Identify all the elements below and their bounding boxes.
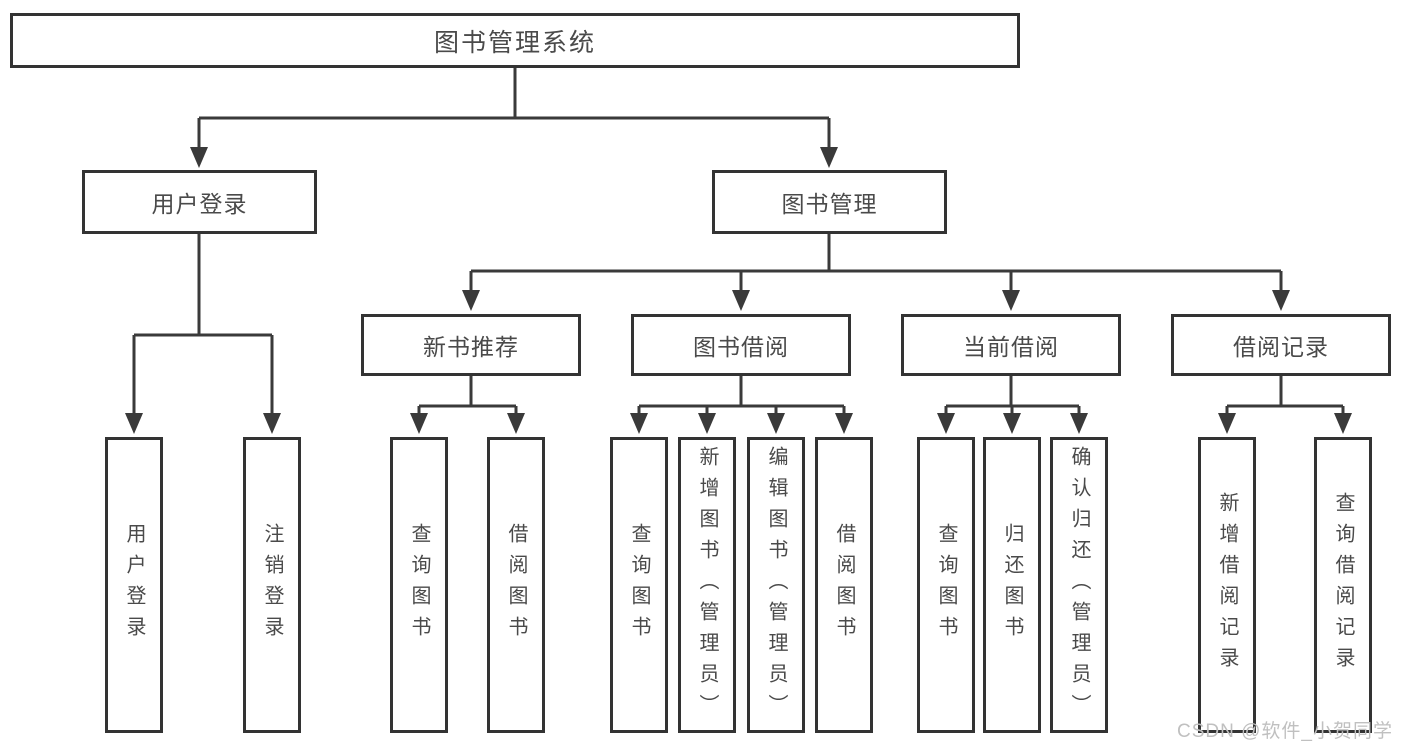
leaf-query-borrow-record: 查询借阅记录 xyxy=(1314,437,1372,733)
leaf-label: 查询图书 xyxy=(935,523,957,647)
node-label: 图书借阅 xyxy=(693,334,789,360)
leaf-return-books: 归还图书 xyxy=(983,437,1041,733)
node-label: 用户登录 xyxy=(151,191,248,217)
leaf-label: 归还图书 xyxy=(1001,523,1023,647)
leaf-label: 新增借阅记录 xyxy=(1216,492,1238,678)
leaf-label: 注销登录 xyxy=(261,523,283,647)
node-book-management: 图书管理 xyxy=(712,170,947,234)
node-label: 当前借阅 xyxy=(963,334,1059,360)
leaf-borrow-books-borrowing: 借阅图书 xyxy=(815,437,873,733)
leaf-query-books-current: 查询图书 xyxy=(917,437,975,733)
node-new-book-recommendation: 新书推荐 xyxy=(361,314,581,376)
leaf-label: 编辑图书（管理员） xyxy=(765,445,787,725)
leaf-label: 查询借阅记录 xyxy=(1332,492,1354,678)
node-label: 图书管理系统 xyxy=(433,28,596,57)
node-label: 图书管理 xyxy=(781,191,878,217)
leaf-borrow-books-recommendation: 借阅图书 xyxy=(487,437,545,733)
node-current-borrowing: 当前借阅 xyxy=(901,314,1121,376)
node-library-management-system: 图书管理系统 xyxy=(10,13,1020,68)
leaf-label: 确认归还（管理员） xyxy=(1068,445,1090,725)
leaf-query-books-recommendation: 查询图书 xyxy=(390,437,448,733)
node-book-borrowing: 图书借阅 xyxy=(631,314,851,376)
leaf-add-borrow-record: 新增借阅记录 xyxy=(1198,437,1256,733)
node-label: 新书推荐 xyxy=(423,334,519,360)
leaf-label: 新增图书（管理员） xyxy=(696,445,718,725)
node-borrowing-records: 借阅记录 xyxy=(1171,314,1391,376)
leaf-label: 查询图书 xyxy=(408,523,430,647)
leaf-logout: 注销登录 xyxy=(243,437,301,733)
node-user-login: 用户登录 xyxy=(82,170,317,234)
leaf-edit-book-admin: 编辑图书（管理员） xyxy=(747,437,805,733)
leaf-label: 用户登录 xyxy=(123,523,145,647)
node-label: 借阅记录 xyxy=(1233,334,1329,360)
leaf-label: 借阅图书 xyxy=(505,523,527,647)
csdn-watermark: CSDN @软件_小贺同学 xyxy=(1177,721,1393,742)
leaf-confirm-return-admin: 确认归还（管理员） xyxy=(1050,437,1108,733)
leaf-label: 查询图书 xyxy=(628,523,650,647)
leaf-user-login: 用户登录 xyxy=(105,437,163,733)
leaf-add-book-admin: 新增图书（管理员） xyxy=(678,437,736,733)
leaf-label: 借阅图书 xyxy=(833,523,855,647)
leaf-query-books-borrowing: 查询图书 xyxy=(610,437,668,733)
